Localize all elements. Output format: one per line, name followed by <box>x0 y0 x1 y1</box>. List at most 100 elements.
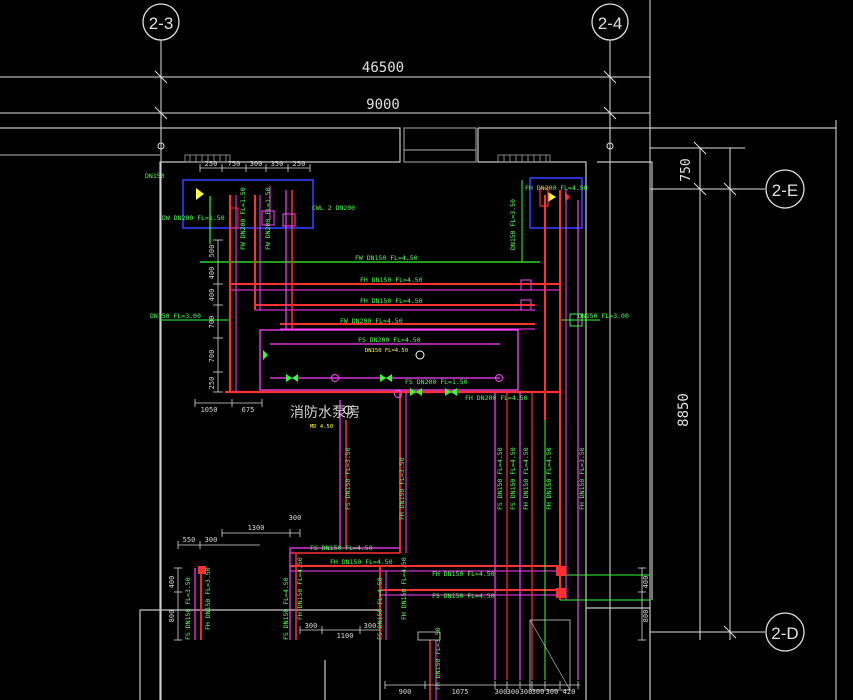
label-r-v4: FH DN150 FL=4.50 <box>545 447 553 510</box>
label-left-side: DN150 FL=3.00 <box>150 312 201 320</box>
grid-bubble-2-4: 2-4 <box>591 3 629 41</box>
room-label: 消防水泵房 <box>290 404 360 420</box>
left-stack-dimension <box>213 239 223 393</box>
dim-lm-3: 300 <box>364 622 377 630</box>
lower-left-dimensions <box>174 529 380 641</box>
label-tl-vertical: DW DN200 FL=1.50 <box>162 214 225 222</box>
label-r-v1: FS DN150 FL=4.50 <box>496 447 504 510</box>
label-manifold-bottom: FH DN200 FL=4.50 <box>465 394 528 402</box>
vertical-pipes <box>194 180 579 700</box>
dimension-overall: 46500 <box>362 60 404 76</box>
label-r-v5: FH DN150 FL=3.50 <box>578 447 586 510</box>
label-lm2-v1: FS DN150 FL=4.50 <box>376 577 384 640</box>
label-r-h1: FH DN150 FL=4.50 <box>432 570 495 578</box>
dim-left-6: 250 <box>208 377 216 390</box>
label-mid-h1: FS DN150 FL=4.50 <box>310 544 373 552</box>
lower-left-values: 550 300 1300 300 400 800 300 1100 300 <box>168 514 376 640</box>
dim-ll-v2: 800 <box>168 610 176 623</box>
left-stack-values: 500 400 400 700 700 250 <box>208 245 216 390</box>
bottom-dimension-values: 900 1075 300 300 300 300 300 420 <box>399 688 576 696</box>
label-loop-bottom: FS DN200 FL=1.50 <box>405 378 468 386</box>
top-strip-values: 250 750 300 350 250 <box>205 160 306 168</box>
dim-bottom-2: 1075 <box>452 688 469 696</box>
dim-bottom-7: 300 <box>546 688 559 696</box>
dim-bottom-4: 300 <box>507 688 520 696</box>
label-tr-vert: DN150 FL=3.50 <box>509 199 517 250</box>
dim-lm-2: 1100 <box>337 632 354 640</box>
dim-rb-1: 400 <box>642 576 650 589</box>
grid-bubble-2-D: 2-D <box>650 612 805 652</box>
grid-bubble-2-3: 2-3 <box>142 3 180 41</box>
top-dimensions <box>0 70 650 150</box>
label-v-long-2: FW DN200 FL=1.50 <box>264 187 272 250</box>
dim-under-1: 1050 <box>201 406 218 414</box>
dim-bottom-5: 300 <box>520 688 533 696</box>
label-h-row-4: FW DN200 FL=4.50 <box>340 317 403 325</box>
label-loop-sub: DN150 FL=4.50 <box>365 348 408 354</box>
dim-ll-v1: 400 <box>168 576 176 589</box>
pipe-labels: DN150 CWL 2 DN200 DW DN200 FL=1.50 FW DN… <box>145 172 629 690</box>
label-right-side: DN150 FL=3.00 <box>578 312 629 320</box>
dim-bottom-6: 300 <box>532 688 545 696</box>
dim-strip-3: 300 <box>250 160 263 168</box>
top-strip-dimension <box>199 164 311 172</box>
bottom-dimension-row <box>384 681 580 689</box>
label-r-v2: FS DN150 FL=4.50 <box>509 447 517 510</box>
dim-ll-2: 300 <box>205 536 218 544</box>
label-h-row-2: FH DN150 FL=4.50 <box>360 276 423 284</box>
label-lm-v2: FH DN150 FL=4.50 <box>296 557 304 620</box>
label-lm2-v2: FH DN150 FL=4.50 <box>400 557 408 620</box>
dimension-right-upper: 750 <box>679 158 694 181</box>
dim-strip-1: 250 <box>205 160 218 168</box>
label-tr-top: FH DN200 FL=4.50 <box>525 184 588 192</box>
dim-bottom-3: 300 <box>495 688 508 696</box>
label-tl-eq: CWL 2 DN200 <box>312 204 355 212</box>
label-sub: MD 4.50 <box>310 424 333 430</box>
window-hatch <box>184 154 551 163</box>
dim-left-2: 400 <box>208 267 216 280</box>
right-bottom-dimensions <box>638 567 646 641</box>
dim-bottom-8: 420 <box>563 688 576 696</box>
dimension-bay: 9000 <box>366 97 400 113</box>
equipment-boxes <box>182 177 583 391</box>
dim-left-5: 700 <box>208 350 216 363</box>
dim-ll-4: 300 <box>289 514 302 522</box>
label-h-row-3: FH DN150 FL=4.50 <box>360 297 423 305</box>
dim-ll-1: 550 <box>183 536 196 544</box>
grid-lines <box>160 0 837 700</box>
dim-rb-2: 800 <box>642 610 650 623</box>
dim-strip-2: 750 <box>228 160 241 168</box>
grid-label-2-3: 2-3 <box>149 14 174 33</box>
dim-left-3: 400 <box>208 289 216 302</box>
dim-left-1: 500 <box>208 245 216 258</box>
label-lm-v1: FS DN150 FL=4.50 <box>282 577 290 640</box>
dim-lm-1: 300 <box>305 622 318 630</box>
dim-strip-4: 350 <box>271 160 284 168</box>
label-r-h2: FS DN150 FL=4.50 <box>432 592 495 600</box>
dim-bottom-1: 900 <box>399 688 412 696</box>
label-tl-small: DN150 <box>145 172 165 180</box>
grid-label-2-E: 2-E <box>772 181 798 200</box>
grid-label-2-D: 2-D <box>771 624 798 643</box>
dim-left-4: 700 <box>208 316 216 329</box>
label-mid-h2: FH DN150 FL=4.50 <box>330 558 393 566</box>
under-manifold-dimension <box>194 399 263 407</box>
dim-strip-5: 250 <box>293 160 306 168</box>
right-dimensions <box>650 141 745 640</box>
label-r-v3: FH DN150 FL=4.50 <box>522 447 530 510</box>
label-mid-v1: FS DN150 FL=3.50 <box>344 447 352 510</box>
dim-under-2: 675 <box>242 406 255 414</box>
label-loop-top: FS DN200 FL=4.50 <box>358 336 421 344</box>
label-h-row-1: FW DN150 FL=4.50 <box>355 254 418 262</box>
grid-label-2-4: 2-4 <box>598 14 623 33</box>
dimension-right-long: 8850 <box>676 393 692 427</box>
label-v-long-1: FW DN200 FL=1.50 <box>239 187 247 250</box>
label-mid-v2: FH DN150 FL=3.50 <box>398 457 406 520</box>
label-ll-v2: FH DN150 FL=3.50 <box>204 567 212 630</box>
dim-ll-3: 1300 <box>248 524 265 532</box>
valves-fittings <box>196 187 583 691</box>
label-bottom-v: FH DN150 FL=3.50 <box>434 627 442 690</box>
horizontal-pipes <box>160 261 650 601</box>
